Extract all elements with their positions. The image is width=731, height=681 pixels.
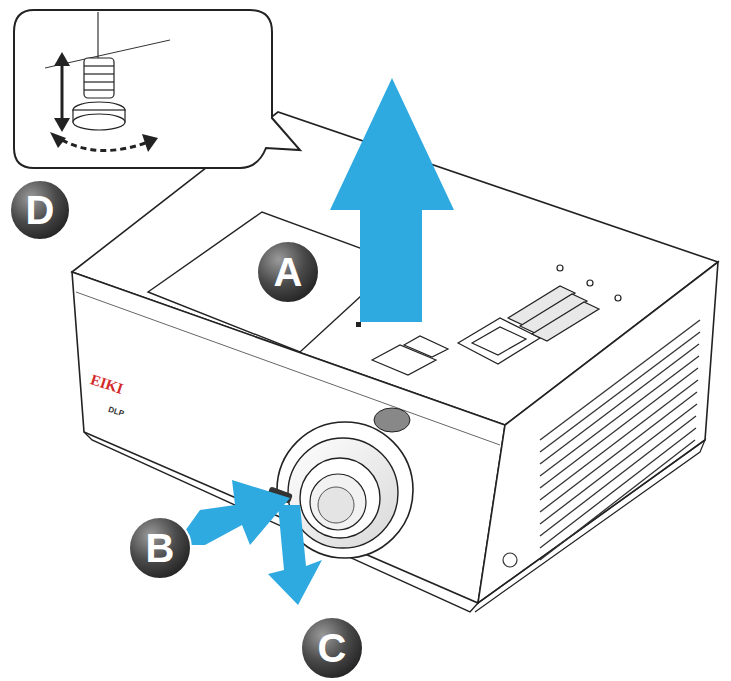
foot-adjust-inset [14, 10, 300, 168]
push-arrow [175, 480, 290, 545]
callout-letter: C [318, 628, 347, 668]
callout-circles [10, 180, 363, 679]
callout-letter: D [26, 190, 55, 230]
right-face [478, 262, 718, 603]
callout-letter: B [146, 528, 175, 568]
down-arrow [268, 505, 322, 605]
lift-arrow [330, 78, 454, 322]
callout-letter: A [274, 252, 303, 292]
vent-slots [540, 320, 700, 560]
